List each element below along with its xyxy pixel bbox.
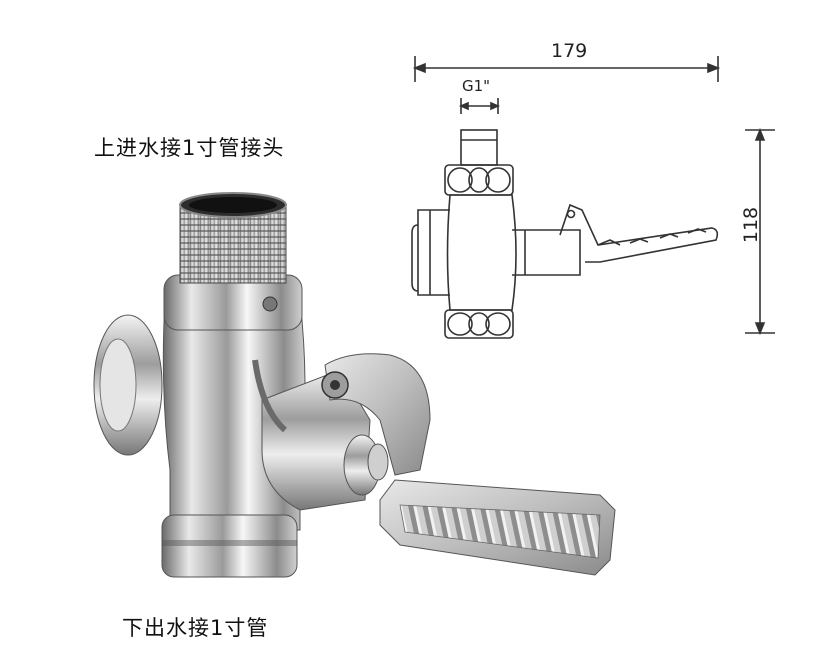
inlet-connection-label: 上进水接1寸管接头 (94, 136, 285, 160)
technical-drawing (411, 56, 775, 339)
valve-bottom-collar (161, 514, 298, 578)
collar-screw (262, 296, 278, 312)
thread-size-value: G1" (462, 77, 491, 95)
width-dimension-value: 179 (551, 40, 588, 62)
valve-photo (93, 192, 616, 578)
outlet-connection-label: 下出水接1寸管 (122, 616, 269, 640)
pedal-ribs (399, 504, 601, 559)
height-dimension-value: 118 (740, 206, 763, 244)
lever-arm (324, 353, 431, 476)
